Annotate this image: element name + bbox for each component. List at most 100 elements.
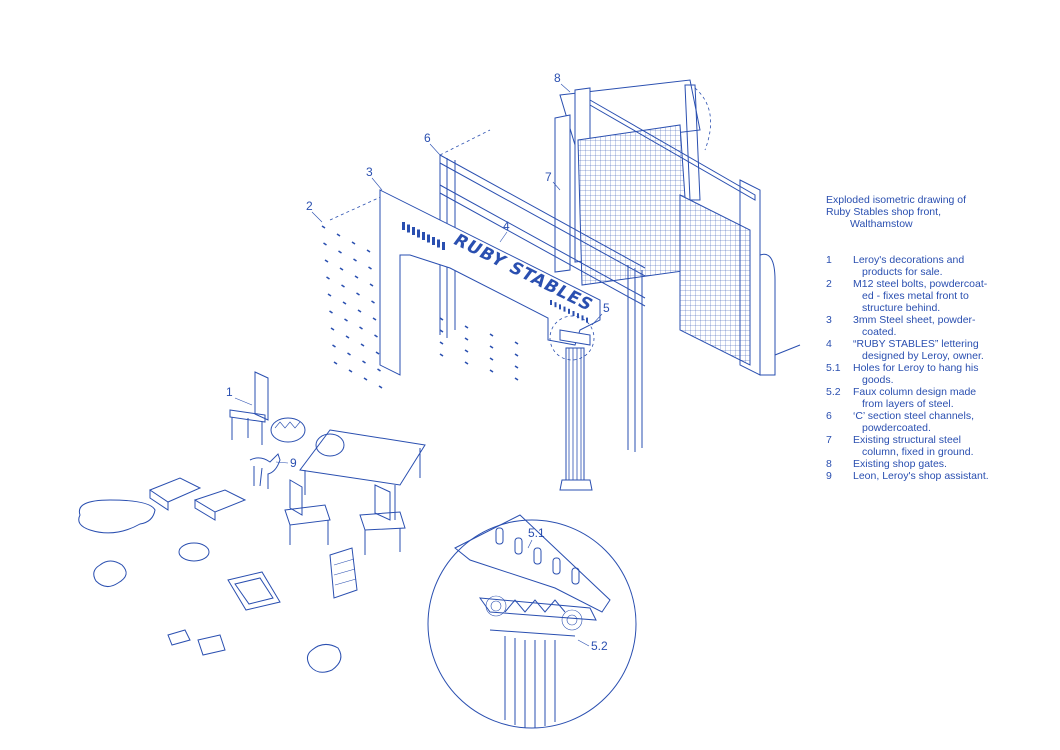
bolt <box>372 317 377 321</box>
bolt <box>377 368 381 372</box>
bolt <box>514 353 519 357</box>
legend-item-number: 7 <box>826 434 832 446</box>
bolt <box>489 369 494 373</box>
bolt <box>514 341 519 345</box>
hang-hole <box>437 239 440 248</box>
bolt <box>464 337 469 341</box>
legend-item-number: 8 <box>826 458 832 470</box>
bolt <box>514 377 519 381</box>
legend-item-line: coated. <box>862 326 897 338</box>
bolt <box>338 250 342 254</box>
bolt <box>514 365 519 369</box>
legend-title-line: Walthamstow <box>850 218 913 230</box>
callout-6: 6 <box>424 131 431 145</box>
bolt <box>330 327 335 331</box>
legend-item-line: Holes for Leroy to hang his <box>853 362 979 374</box>
legend-item-line: Existing structural steel <box>853 434 961 446</box>
hang-hole <box>568 308 570 314</box>
callout-5-1: 5.1 <box>528 526 545 540</box>
legend-item-line: products for sale. <box>862 266 943 278</box>
legend-item-line: “RUBY STABLES” lettering <box>853 338 979 350</box>
legend-item-text: Leon, Leroy's shop assistant. <box>853 470 1041 482</box>
bolt <box>464 325 469 329</box>
bolt <box>439 353 444 357</box>
hang-hole <box>572 311 575 316</box>
bolt <box>344 318 348 322</box>
callout-2: 2 <box>306 199 313 213</box>
bolt <box>489 345 494 349</box>
bolt <box>368 266 372 270</box>
callout-7: 7 <box>545 170 552 184</box>
legend-item-line: column, fixed in ground. <box>862 446 974 458</box>
decorations-and-products <box>78 371 426 673</box>
detail-hang-hole <box>514 537 523 555</box>
hang-hole <box>417 229 420 238</box>
legend-title-line: Ruby Stables shop front, <box>826 206 941 218</box>
legend-item-line: ed - fixes metal front to <box>862 290 969 302</box>
hang-hole <box>432 237 435 245</box>
hang-hole <box>563 306 566 312</box>
legend-title: Exploded isometric drawing of Ruby Stabl… <box>826 194 1041 230</box>
bolt <box>374 334 378 338</box>
bolt <box>353 258 357 262</box>
hang-hole <box>422 232 425 240</box>
legend-item-line: M12 steel bolts, powdercoat- <box>853 278 988 290</box>
bolt <box>321 225 326 229</box>
legend-item-line: Leon, Leroy's shop assistant. <box>853 470 989 482</box>
hang-hole <box>427 234 430 243</box>
hang-hole <box>581 315 584 321</box>
legend-item-line: ‘C’ section steel channels, <box>853 410 975 422</box>
legend-item-text: ‘C’ section steel channels,powdercoated. <box>853 410 1041 434</box>
legend-item-line: Faux column design made <box>853 386 977 398</box>
detail-hang-hole <box>552 557 561 575</box>
legend-item-text: Existing shop gates. <box>853 458 1041 470</box>
legend-item-line: powdercoated. <box>862 422 931 434</box>
legend-item-number: 1 <box>826 254 832 266</box>
bolt <box>336 233 341 237</box>
bolt <box>439 341 444 345</box>
bolt <box>359 326 363 330</box>
bolt <box>348 369 353 373</box>
legend-item-number: 4 <box>826 338 832 350</box>
callout-5-2: 5.2 <box>591 639 608 653</box>
legend-item-line: from layers of steel. <box>862 398 954 410</box>
legend-item-line: Leroy's decorations and <box>853 254 965 266</box>
legend-item-text: M12 steel bolts, powdercoat-ed - fixes m… <box>853 278 1041 314</box>
callout-8: 8 <box>554 71 561 85</box>
hang-hole <box>412 227 415 235</box>
faux-column <box>549 315 595 491</box>
bolt-guide-line <box>329 194 386 221</box>
callout-9: 9 <box>290 456 297 470</box>
bolt <box>439 329 444 333</box>
legend: Exploded isometric drawing of Ruby Stabl… <box>826 194 1041 482</box>
hang-hole <box>407 224 410 233</box>
bolt <box>324 259 329 263</box>
bolt <box>375 351 380 355</box>
bolt-grid <box>321 225 519 389</box>
bolt <box>329 310 333 314</box>
legend-item-number: 5.1 <box>826 362 841 374</box>
legend-item-text: 3mm Steel sheet, powder-coated. <box>853 314 1041 338</box>
legend-item-line: 3mm Steel sheet, powder- <box>853 314 976 326</box>
bolt <box>341 284 345 288</box>
legend-item-number: 6 <box>826 410 832 422</box>
detail-hang-hole <box>495 527 504 545</box>
detail-hang-hole <box>571 567 580 585</box>
bolt <box>464 349 469 353</box>
legend-item-number: 3 <box>826 314 832 326</box>
bolt <box>342 301 347 305</box>
bolt <box>489 357 494 361</box>
bolt <box>351 241 356 245</box>
hang-hole <box>550 300 552 305</box>
hang-hole <box>554 302 557 308</box>
detail-hang-hole <box>533 547 542 565</box>
